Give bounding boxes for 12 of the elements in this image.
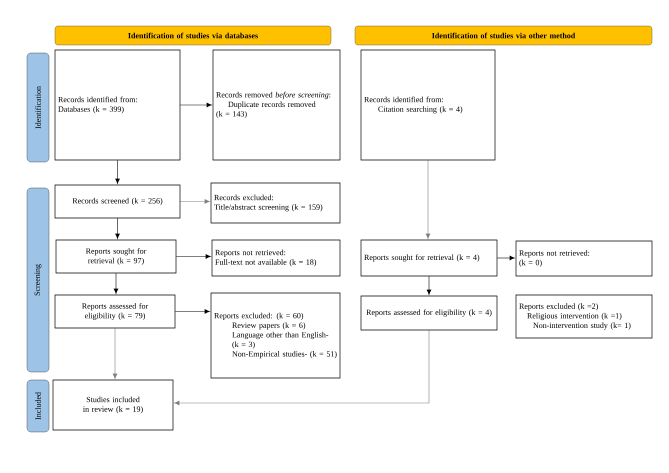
- arrow: [174, 330, 430, 406]
- arrow: [180, 102, 212, 108]
- arrow: [180, 199, 210, 204]
- arrow: [115, 160, 120, 184]
- arrow: [115, 218, 120, 239]
- arrow: [426, 276, 432, 295]
- arrow: [114, 273, 118, 294]
- arrow: [497, 256, 515, 260]
- arrow: [426, 160, 430, 239]
- arrow: [112, 328, 118, 379]
- arrow: [175, 309, 210, 314]
- arrow: [176, 254, 211, 259]
